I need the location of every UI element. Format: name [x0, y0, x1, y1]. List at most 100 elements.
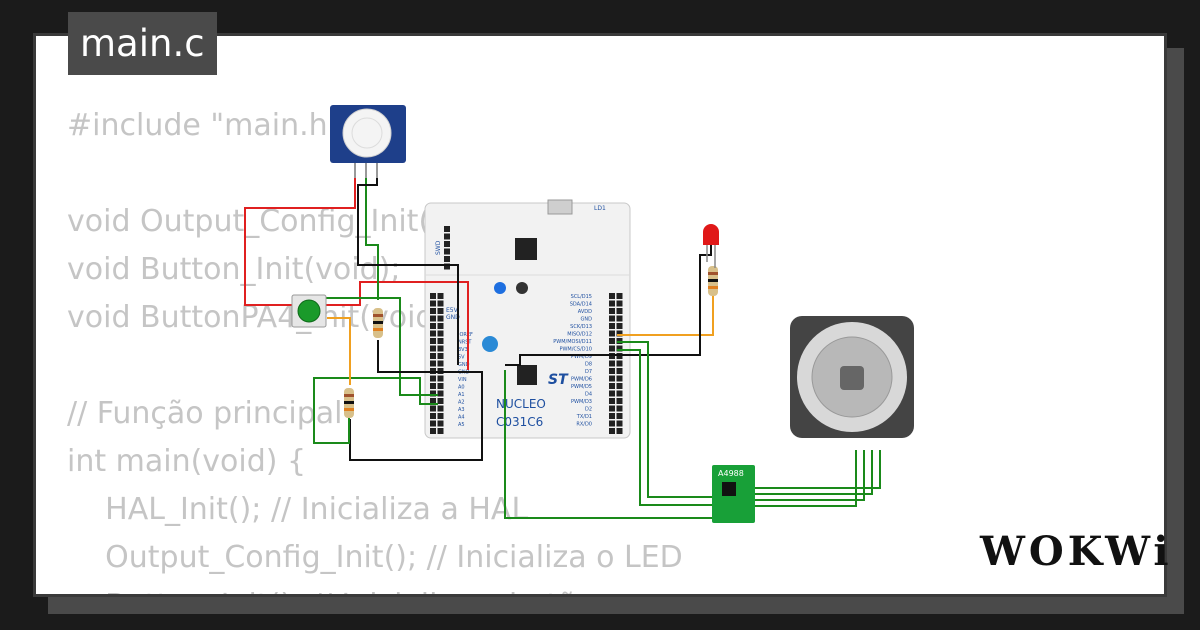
- file-tab[interactable]: main.c: [68, 12, 217, 75]
- header-pin: [616, 360, 623, 367]
- header-pin: [616, 308, 623, 314]
- right-pin-label: SCL/D15: [571, 294, 592, 300]
- header-pin: [616, 300, 623, 307]
- mcu-chip: [517, 365, 537, 385]
- right-pin-label: MISO/D12: [567, 332, 592, 338]
- header-pin: [430, 428, 436, 434]
- code-line: #include "main.h": [67, 108, 342, 143]
- left-pin-label: A4: [458, 415, 465, 421]
- label-gnd: GND: [446, 314, 460, 321]
- header-pin: [437, 345, 444, 352]
- header-pin: [609, 330, 615, 337]
- label-swd: SWD: [435, 240, 442, 255]
- header-pin: [430, 390, 436, 397]
- header-pin: [616, 293, 623, 299]
- reset-button[interactable]: [516, 282, 528, 294]
- code-line: HAL_Init(); // Inicializa a HAL: [67, 492, 529, 527]
- wires: [244, 178, 881, 519]
- nucleo-board[interactable]: ST NUCLEO C031C6 SWD LD1 E5V GND SCL/D15…: [424, 199, 631, 439]
- push-button[interactable]: [291, 294, 327, 328]
- header-pin: [609, 428, 615, 434]
- mbed-logo: [482, 336, 498, 352]
- header-pin: [616, 420, 623, 427]
- header-pin: [430, 338, 436, 344]
- header-pin: [437, 428, 444, 434]
- header-pin: [430, 300, 436, 307]
- left-pin-label: A1: [458, 392, 465, 398]
- label-ld1: LD1: [594, 205, 606, 212]
- right-pin-label: RX/D0: [576, 422, 592, 428]
- header-pin: [616, 330, 623, 337]
- board-name-line1: NUCLEO: [496, 397, 546, 411]
- header-pin: [430, 293, 436, 299]
- header-pin: [616, 428, 623, 434]
- header-pin: [616, 315, 623, 322]
- header-pin: [609, 360, 615, 367]
- code-line: int main(void) {: [67, 444, 307, 479]
- header-pin: [609, 420, 615, 427]
- header-pin: [609, 308, 615, 314]
- header-pin: [616, 413, 623, 419]
- board-name-line2: C031C6: [496, 415, 543, 429]
- header-pin: [437, 405, 444, 412]
- header-pin: [437, 413, 444, 419]
- header-pin: [609, 413, 615, 419]
- user-button[interactable]: [494, 282, 506, 294]
- header-pin: [616, 405, 623, 412]
- pir-sensor[interactable]: [330, 105, 406, 178]
- right-pin-label: PWM/D6: [571, 377, 592, 383]
- right-pin-label: PWM/CS/D10: [559, 347, 592, 353]
- red-led[interactable]: [703, 224, 719, 268]
- stepper-motor[interactable]: [790, 316, 914, 438]
- usb-connector: [547, 199, 573, 215]
- right-pin-label: SCK/D13: [570, 324, 592, 330]
- header-pin: [616, 323, 623, 329]
- right-pin-label: D7: [585, 369, 592, 375]
- left-pin-label: A5: [458, 422, 465, 428]
- label-e5v: E5V: [446, 307, 459, 314]
- left-pin-label: 5V: [458, 355, 465, 361]
- header-pin: [430, 405, 436, 412]
- header-pin: [616, 383, 623, 389]
- right-pin-label: D4: [585, 392, 592, 398]
- right-pin-label: PWM/D9: [571, 354, 592, 360]
- header-pin: [437, 323, 444, 329]
- header-pin: [616, 368, 623, 374]
- header-pin: [437, 398, 444, 404]
- header-pin: [430, 383, 436, 389]
- right-pin-label: PWM/MOSI/D11: [553, 339, 592, 345]
- header-pin: [437, 383, 444, 389]
- header-pin: [609, 315, 615, 322]
- header-pin: [430, 360, 436, 367]
- left-pin-label: VIN: [458, 377, 467, 383]
- left-pin-label: IOREF: [458, 332, 473, 338]
- header-pin: [609, 368, 615, 374]
- swd-header: [444, 226, 450, 270]
- right-pin-label: TX/D1: [576, 414, 592, 420]
- header-pin: [437, 390, 444, 397]
- code-line: // Função principal: [67, 396, 343, 431]
- header-pin: [616, 375, 623, 382]
- header-pin: [609, 300, 615, 307]
- resistor-3[interactable]: [708, 266, 718, 296]
- header-pin: [444, 248, 450, 255]
- header-pin: [430, 323, 436, 329]
- code-line: Output_Config_Init(); // Inicializa o LE…: [67, 540, 683, 575]
- resistor-1[interactable]: [373, 308, 383, 338]
- header-pin: [430, 308, 436, 314]
- header-pin: [444, 241, 450, 247]
- resistor-2[interactable]: [344, 388, 354, 418]
- header-pin: [437, 338, 444, 344]
- right-pin-label: AVDD: [578, 309, 592, 315]
- left-pin-label: GND: [458, 362, 470, 368]
- right-pin-label: PWM/D5: [571, 384, 592, 390]
- header-pin: [437, 308, 444, 314]
- left-pin-label: A2: [458, 400, 465, 406]
- header-pin: [430, 330, 436, 337]
- a4988-driver[interactable]: A4988: [712, 465, 755, 523]
- header-pin: [609, 338, 615, 344]
- code-line: Button_Init(); // Inicializa o botão: [67, 582, 683, 594]
- header-pin: [437, 375, 444, 382]
- driver-label: A4988: [718, 469, 744, 478]
